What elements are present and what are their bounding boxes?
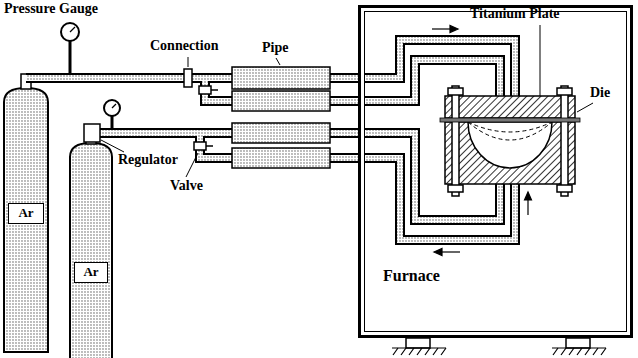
regulator (84, 124, 100, 142)
pipe-housing (232, 123, 330, 143)
pressure-gauge (70, 27, 75, 32)
gas-pipe (91, 130, 232, 136)
forming-die (557, 185, 572, 192)
node-text: Ar (18, 206, 33, 220)
part-label: Pressure Gauge (4, 1, 98, 17)
flow-arrow (450, 26, 458, 33)
gas-pipe (26, 40, 515, 240)
gas-label-box: Ar (8, 203, 44, 224)
pipe-connection (184, 69, 192, 87)
node-text: Ar (83, 265, 98, 279)
gas-pipe (26, 40, 515, 240)
forming-die (561, 86, 568, 196)
ground-hatch (392, 348, 606, 355)
forming-die (448, 185, 463, 192)
forming-die (468, 122, 552, 132)
valve (211, 89, 218, 91)
gas-label-box: Ar (74, 262, 108, 283)
flow-arrow (440, 251, 460, 252)
part-label: Regulator (118, 152, 178, 168)
forming-die (468, 122, 552, 140)
gas-pipe (26, 75, 232, 81)
pressure-gauge (104, 100, 120, 116)
titanium-plate (440, 118, 580, 122)
leader-line (101, 140, 124, 152)
gas-cylinder (70, 143, 112, 358)
furnace-stand (566, 338, 590, 348)
forming-die (445, 122, 575, 184)
part-label: Die (590, 85, 610, 101)
part-label: Pipe (262, 40, 288, 56)
forming-die (557, 88, 572, 95)
furnace-stand (406, 338, 590, 348)
gas-pipe (26, 40, 515, 240)
ground-hatch (393, 348, 446, 355)
valve (194, 142, 206, 150)
flow-arrow (432, 28, 452, 29)
flow-arrow (525, 192, 532, 200)
valve (206, 145, 213, 147)
pipe-connection (184, 69, 192, 87)
gas-cylinder (70, 130, 112, 358)
gas-pipe (330, 60, 500, 101)
gas-cylinder (4, 88, 48, 352)
pressure-gauge (112, 104, 116, 108)
ground-hatch (553, 348, 606, 355)
part-label: Titanium Plate (470, 6, 560, 22)
leader-line (101, 25, 593, 177)
forming-die (448, 88, 463, 95)
pipe-housing (232, 148, 330, 168)
pipe-housing (232, 67, 330, 168)
pipe-housing (232, 91, 330, 111)
pressure-gauge (111, 116, 114, 128)
part-label: Connection (150, 38, 218, 54)
flow-arrow (434, 249, 442, 256)
forming-die (445, 86, 575, 196)
valve (194, 86, 218, 150)
gas-pipe (91, 128, 232, 138)
gas-cylinder (4, 74, 48, 352)
forming-die (452, 86, 459, 196)
leader-line (577, 103, 593, 112)
pressure-gauge (69, 41, 72, 73)
titanium-plate (440, 118, 580, 122)
valve (199, 86, 211, 94)
forming-die (445, 96, 575, 118)
pressure-gauge (61, 23, 79, 41)
pipe-housing (232, 67, 330, 89)
pressure-gauge (61, 23, 79, 73)
leader-line (186, 153, 198, 177)
forming-die (468, 122, 552, 168)
node-text: Furnace (383, 267, 440, 285)
part-label: Valve (170, 178, 203, 194)
leader-line (188, 57, 189, 67)
furnace-stand (406, 338, 430, 348)
furnace-box: Furnace (358, 5, 633, 338)
regulator (84, 124, 100, 142)
leader-line (276, 58, 280, 65)
pressure-gauge (104, 100, 120, 128)
flow-arrow (432, 26, 532, 256)
